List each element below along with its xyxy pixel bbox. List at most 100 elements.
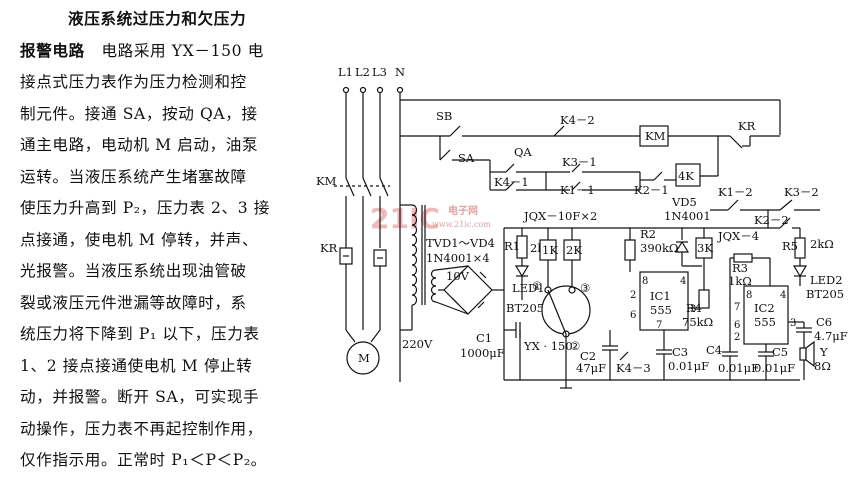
article-line: 统压力将下降到 P₁ 以下，压力表 [20,325,260,343]
article-line: 1、2 接点接通使电机 M 停止转 [20,356,253,375]
pin-label: 6 [630,310,636,321]
pin-label: 4 [780,290,786,301]
label-R2: R2 [640,227,656,241]
label-C3-val: 0.01μF [668,359,709,373]
pin-label: 3 [690,304,696,315]
motor-M: M [346,341,380,375]
label-C6: C6 [816,315,832,329]
label-KM: KM [316,174,337,188]
label-R1: R1 [504,239,520,253]
relay-coils-1K-2K: 1K 2K [539,228,582,290]
label-L1: L1 [338,65,353,79]
pin-label: 4 [680,276,686,287]
ic2-555: IC2 555 8 4 7 6 2 3 [734,285,804,345]
resistor-R3: R3 1kΩ [728,253,771,340]
label-KR-left: KR [320,241,338,255]
c6-speaker: C6 4.7μF Y 8Ω [796,315,848,380]
label-10V: 10V [446,269,470,283]
label-C1-val: 1000μF [460,346,505,360]
label-K4-1: K4－1 [494,175,529,189]
label-N: N [395,65,405,79]
label-R4: R4 [686,301,702,315]
article-line: 仅作指示用。正常时 P₁＜P＜P₂。 [20,451,267,469]
label-Y: Y [819,345,828,359]
article-line: 点接通，使电机 M 停转，并声、 [20,230,259,249]
article-line: 使压力升高到 P₂，压力表 2、3 接 [20,199,270,217]
label-VD5-type: 1N4001 [664,209,711,223]
label-IC2: IC2 [754,301,775,315]
article-line: 通主电路，电动机 M 启动，油泵 [20,136,259,154]
label-C1: C1 [476,331,492,345]
label-gauge-2: ② [570,339,580,353]
label-C3: C3 [672,345,688,359]
watermark-brand: 21IC [370,202,440,235]
article-line: 裂或液压元件泄漏等故障时，系 [20,293,247,312]
pressure-gauge-YX150: ① ③ ② YX · 150 [523,279,591,380]
label-KM-coil: KM [645,129,666,143]
label-R4-val: 75kΩ [682,315,713,329]
label-R5-val: 2kΩ [810,237,834,251]
label-LED1: LED1 [512,281,545,295]
label-L2: L2 [355,65,370,79]
label-2K: 2K [566,243,582,257]
label-C4: C4 [706,343,722,357]
km-main-contacts: KM [316,174,390,248]
r5-led2: R5 2kΩ LED2 BT205 [782,228,844,301]
article-line: 运转。当液压系统产生堵塞故障 [20,167,247,186]
label-R5: R5 [782,239,798,253]
label-diode-type: 1N4001×4 [426,251,490,265]
label-LED2-type: BT205 [806,287,844,301]
label-K4-2: K4－2 [560,113,595,127]
label-K2-1: K2－1 [634,183,669,197]
c2-c3: C2 47μF K4－3 C3 0.01μF [576,330,709,380]
article-line: 制元件。接通 SA，按动 QA，接 [20,104,258,123]
label-gauge-3: ③ [580,281,590,295]
article-line: 光报警。当液压系统出现油管破 [20,262,247,280]
circuit-diagram: 21IC 电子网 www.21ic.com L1 L2 L3 N KM [316,65,848,389]
article-title-part2: 报警电路 [20,41,85,60]
watermark-url: www.21ic.com [432,220,491,229]
article-title: 液压系统过压力和欠压力 [68,10,247,28]
label-1K: 1K [542,243,558,257]
label-C2: C2 [580,349,596,363]
capacitor-C1: C1 1000μF [460,322,521,380]
relay-contacts-right: K1－2 K3－2 K2－2 JQX－10F×2 VD5 1N4001 [523,185,820,229]
label-R3: R3 [732,261,748,275]
c4-c5: C4 0.01μF C5 0.01μF [706,340,795,380]
pin-label: 7 [656,320,662,331]
article-text: 液压系统过压力和欠压力 报警电路 电路采用 YX－150 电 接点式压力表作为压… [20,4,312,477]
label-K3-2: K3－2 [784,185,819,199]
pin-label: 2 [630,290,636,301]
pin-label: 8 [746,290,752,301]
article-line-text: 电路采用 YX－150 电 [101,41,264,60]
bridge-rectifier: TVD1～VD4 1N4001×4 10V [426,236,504,315]
label-VD5: VD5 [671,195,697,209]
label-SB: SB [436,109,452,123]
label-K3-1: K3－1 [562,155,597,169]
pin-label: 8 [642,276,648,287]
label-IC1-type: 555 [650,303,672,317]
resistor-R2: R2 390kΩ [624,227,678,272]
article-line: 接点式压力表作为压力检测和控 [20,73,247,91]
label-KR-top: KR [738,119,756,133]
kr-thermal-relay: KR [320,241,387,343]
label-R3-val: 1kΩ [728,274,752,288]
pin-label: 7 [734,302,740,313]
transformer: 220V [400,204,437,351]
label-LED2: LED2 [810,273,843,287]
label-BT205: BT205 [506,301,544,315]
label-Y-val: 8Ω [814,359,831,373]
label-K4-3: K4－3 [616,361,651,375]
label-4K: 4K [678,169,694,183]
supply-lines: L1 L2 L3 N [338,65,405,382]
label-IC1: IC1 [650,289,671,303]
label-3K: 3K [697,241,713,255]
label-QA: QA [514,145,532,159]
label-220V: 220V [402,337,433,351]
label-C5: C5 [772,345,788,359]
pin-label: 3 [790,318,796,329]
label-gauge-1: ① [532,279,542,293]
label-C5-val: 0.01μF [754,361,795,375]
label-SA: SA [458,151,475,165]
watermark-cn: 电子网 [448,204,478,217]
